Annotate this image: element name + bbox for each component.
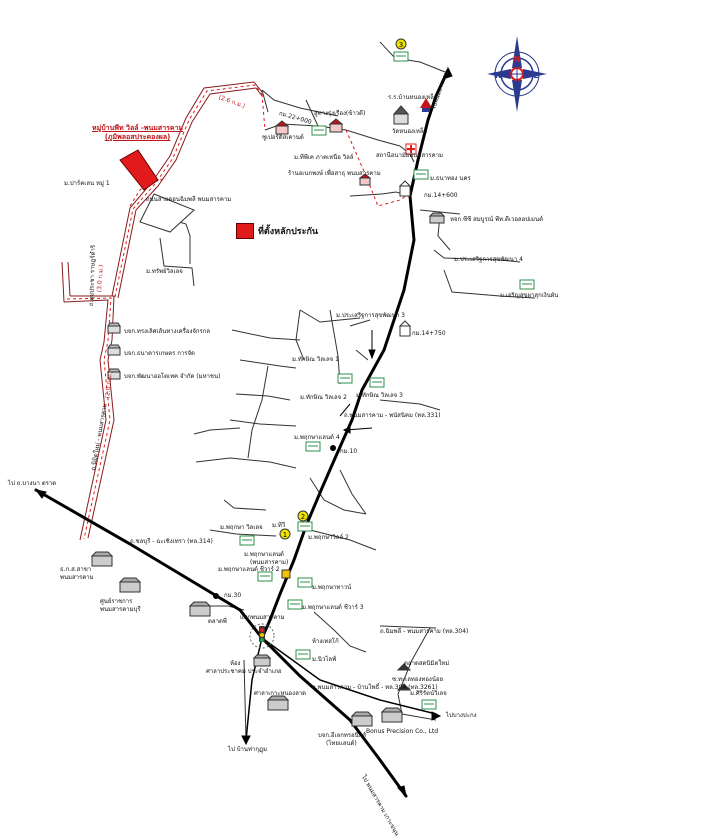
label-bottom-left: ไป บ้านท่ากุฏุม (228, 746, 267, 753)
label-km-b: กม.14+750 (412, 330, 446, 337)
legend-label: ที่ตั้งหลักประกัน (258, 227, 319, 237)
numbered-pins (279, 38, 407, 540)
compass-east: E (533, 71, 538, 80)
label-village-c: ม.พฤกษาวิลล์ 2 (308, 534, 349, 541)
label-road-bottom: ถ.พนมสารคาม - บ้านโพธิ์ - ทล.304 (ทล.326… (312, 684, 438, 691)
label-park-lane: ม.ปาร์คเลน หมู่ 1 (64, 180, 110, 187)
label-village-f: ม.พฤกษาทาวน์ (312, 584, 352, 591)
project-name-line2: (ภูมิพลอสประคองผล) (104, 133, 171, 141)
label-village-4: ม.พฤกษาแลนด์ 4 (294, 434, 340, 441)
compass-west: W (494, 71, 503, 80)
label-right-2: ซ.ทะเลทองทองน้อย (392, 676, 444, 683)
label-km-c: กม.10 (340, 448, 358, 455)
legend-swatch (236, 223, 254, 239)
label-right-3: ม.ศิริรัตน์วิเลจ (410, 690, 447, 697)
label-side-road: ถนนสายดอนฉิมพลี พนมสารคาม (146, 196, 232, 203)
label-develop2: ม.ประเสริฐการสุขพัฒนา 3 (336, 312, 405, 319)
label-hall: ห้อง (230, 660, 241, 667)
label-village-d2: (พนมสารคาม) (250, 559, 289, 566)
compass-north: N (514, 55, 521, 64)
label-school: ศาลาเกาะหนองลาด (254, 690, 307, 697)
label-sukhum-3: ม.ทักษิณ วิลเลจ 3 (356, 392, 403, 399)
village-sign-icons (239, 51, 535, 710)
label-hat-villa: ม.ทรัพย์วิลเลจ (146, 268, 183, 275)
label-hall2: ศาลาประชาคม ประจำอำเภอ (206, 668, 282, 675)
label-left-arrow: ไป ถ.บางนา ตราด (8, 480, 57, 487)
label-village-g: ม.พฤกษาแลนด์ ชีวาร์ 3 (302, 604, 364, 611)
label-rice-shop: สู่ทางรุ่งเรือง(ข้าวดี) (314, 110, 366, 117)
label-village-b: ม.พฤกษา วิลเลจ (220, 524, 263, 531)
access-route-dashes (66, 84, 407, 540)
label-health: สถานีอนามัยพนมสารคาม (376, 152, 443, 159)
km-markers (213, 445, 336, 599)
label-village-e: ม.พฤกษาแลนด์ ชีวาร์ 2 (218, 566, 280, 573)
label-sm-home: ม.เจริญสุขผาสุกเงินผัน (500, 292, 559, 299)
label-chapel: ร.ร.บ้านหนองเหล็ก (388, 94, 438, 101)
traffic-signal-icon (249, 623, 275, 649)
label-factory-1: บจก.ทรงเลิศเส้นทางเครื่องจักรกล (124, 328, 211, 335)
label-main-road: ถ.ชลบุรี - ฉะเชิงเทรา (ทล.314) (130, 538, 213, 545)
road-arrows (34, 66, 453, 798)
label-right-road: ถ.ฉิมพลี - พนมสารคาม (ทล.304) (380, 628, 469, 635)
label-junction: ถ.พนมสารคาม - พนัสนิคม (ทล.331) (344, 412, 441, 419)
label-signal: แยกพนมสารคาม (240, 614, 285, 621)
project-name-line1: หมู่บ้านพีท วิลล์ -พนมสารคาม (92, 124, 184, 132)
label-km-d: กม.30 (224, 592, 242, 599)
label-mall: ตลาดพี่ (208, 618, 227, 625)
access-route (61, 81, 263, 541)
label-develop-village: ม.ประเสริฐการสุขพัฒนา 4 (454, 256, 523, 263)
label-center-1b: พนมสารคามบุรี (100, 606, 141, 613)
compass-south: S (514, 86, 520, 95)
pin-3: 3 (399, 41, 403, 49)
label-sukhum-2: ม.ทักษิณ วิลเลจ 2 (300, 394, 347, 401)
label-village-d: ม.พฤกษาแลนด์ (244, 551, 284, 558)
label-sukhum-1: ม.ทักษิณ วิลเลจ 1 (292, 356, 339, 363)
label-right-arrow: ไปบางปะกง (446, 712, 477, 719)
label-bank-1b: พนมสารคาม (60, 574, 94, 581)
label-hq: Bonus Precision Co., Ltd (366, 728, 439, 735)
label-kk-village: ม.ทีพีเค ภาคเหนือ วิลล์ (294, 154, 354, 161)
label-temple: วัดหนองเหล็ก (392, 128, 428, 135)
label-km-a: กม.14+600 (424, 192, 458, 199)
label-bottom-mid: บจก.อีเลกทรอนิกส์ (318, 732, 367, 739)
label-bangkok-shop: ร้านอเนกพงษ์ เพื่อสาธุ พนมสารคาม (288, 170, 381, 177)
project-name: หมู่บ้านพีท วิลล์ -พนมสารคาม (ภูมิพลอสปร… (92, 124, 183, 142)
temple-icon (420, 98, 432, 112)
label-tesco2: ม.นิวไลฟ์ (312, 656, 337, 663)
pin-2: 2 (301, 513, 305, 521)
legend: ที่ตั้งหลักประกัน (236, 223, 318, 239)
label-factory-3: บจก.พัฒนาออโตเทค จำกัด (มหาชน) (124, 373, 221, 380)
label-tesco: ห้างเทสโก้ (312, 638, 339, 645)
compass-icon (487, 36, 547, 112)
label-village-h: ม.ทีวี (272, 522, 286, 529)
label-bank-1: ธ.ก.ส.สาขา (60, 566, 92, 573)
label-right-1: ตลาดสดนิมิตใหม่ (404, 660, 450, 667)
label-pump-1: ม.ธนาทอง นคร (430, 175, 471, 182)
label-bottom-mid2: (ไทยแลนด์) (326, 740, 357, 747)
label-factory-2: บจก.ธนาคารเกษตร การจัด (124, 350, 195, 357)
label-company-cc: หจก.ซีซี สมบูรณ์ พีท.ดีเวอลอปเมนต์ (450, 216, 544, 223)
project-site (119, 149, 195, 233)
side-roads (159, 41, 536, 741)
hospital-icon (405, 143, 417, 155)
area-map: 3 2 1 N S E W (34, 36, 547, 798)
label-mart: ซูเปอร์ดิสเคานต์ (262, 134, 304, 141)
pin-1: 1 (283, 531, 287, 539)
label-center-1: ศูนย์ราชการ (100, 598, 133, 605)
building-icons (90, 105, 446, 727)
